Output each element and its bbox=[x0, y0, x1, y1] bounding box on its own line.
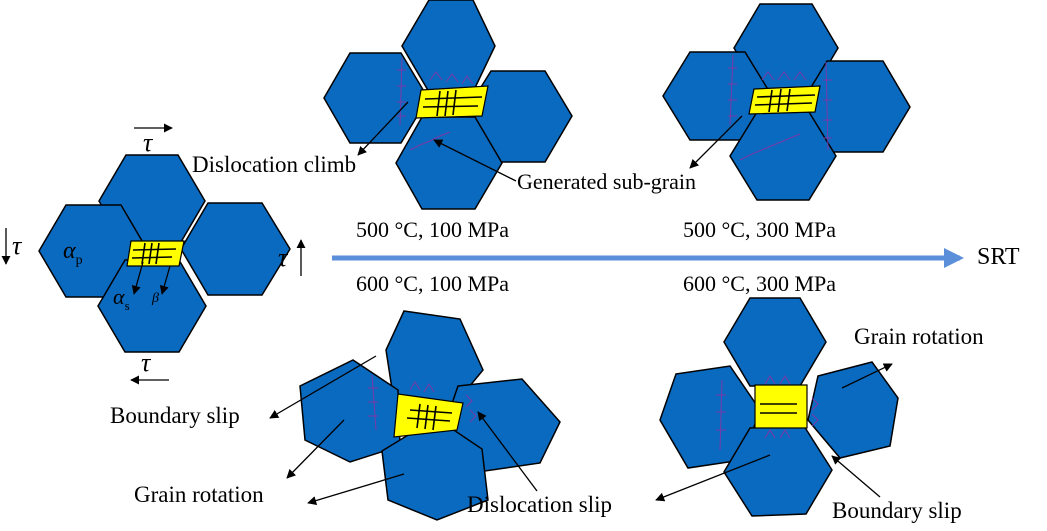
label-grain-rotation-right: Grain rotation bbox=[854, 324, 984, 349]
dislocation-climb-arrow bbox=[357, 101, 409, 156]
condition-bottom-left: 600 °C, 100 MPa bbox=[356, 271, 509, 296]
sub-grain bbox=[126, 240, 185, 267]
alpha-p-label: αp bbox=[63, 238, 83, 268]
dislocation-marks bbox=[368, 374, 477, 431]
dislocation-marks bbox=[397, 57, 474, 151]
generated-sub-grain-arrow-2 bbox=[689, 115, 743, 169]
grain-rotation-arrow-c bbox=[841, 363, 893, 389]
dislocation-lines bbox=[754, 88, 816, 113]
grain-left bbox=[323, 52, 429, 144]
tau-right-label: τ bbox=[278, 243, 289, 272]
label-boundary-slip-left: Boundary slip bbox=[110, 403, 240, 428]
structure-600c-300mpa bbox=[655, 297, 899, 517]
label-dislocation-climb: Dislocation climb bbox=[192, 152, 356, 177]
initial-grain-structure: αp αs β τ τ τ τ bbox=[1, 123, 306, 385]
label-dislocation-slip: Dislocation slip bbox=[467, 492, 612, 517]
dislocation-slip-arrow-a bbox=[477, 411, 538, 492]
structure-500c-300mpa bbox=[662, 3, 911, 201]
label-boundary-slip-right: Boundary slip bbox=[832, 498, 962, 523]
dislocation-slip-arrow-b bbox=[655, 454, 771, 502]
srt-label: SRT bbox=[977, 244, 1020, 270]
dislocation-lines bbox=[131, 242, 177, 265]
grain-right bbox=[180, 202, 291, 296]
label-generated-sub-grain: Generated sub-grain bbox=[517, 169, 696, 194]
tau-bottom-label: τ bbox=[141, 348, 152, 377]
dislocation-marks bbox=[716, 375, 819, 451]
tau-left-label: τ bbox=[12, 231, 23, 260]
boundary-slip-arrow-b bbox=[831, 455, 881, 498]
dislocation-lines bbox=[760, 403, 797, 414]
condition-top-left: 500 °C, 100 MPa bbox=[356, 217, 509, 242]
label-grain-rotation-left: Grain rotation bbox=[134, 482, 264, 507]
dislocation-lines bbox=[422, 89, 483, 117]
grain-right bbox=[807, 361, 899, 459]
sub-grain bbox=[754, 384, 808, 429]
dislocation-marks bbox=[728, 54, 832, 161]
grain-rotation-arrow-b bbox=[307, 473, 405, 505]
grain-bottom bbox=[395, 116, 503, 210]
sub-grain bbox=[748, 85, 821, 115]
condition-top-right: 500 °C, 300 MPa bbox=[683, 217, 836, 242]
beta-pointer bbox=[159, 265, 171, 295]
grain-rotation-arrow-a bbox=[286, 419, 345, 479]
condition-bottom-right: 600 °C, 300 MPa bbox=[683, 271, 836, 296]
sub-grain bbox=[393, 393, 464, 438]
alpha-s-pointer bbox=[131, 261, 144, 295]
sub-grain bbox=[415, 85, 489, 119]
structure-600c-100mpa bbox=[269, 310, 561, 521]
structure-500c-100mpa bbox=[323, 0, 573, 210]
dislocation-lines bbox=[406, 403, 453, 431]
beta-label: β bbox=[151, 291, 159, 306]
tau-top-label: τ bbox=[143, 128, 154, 157]
grain-top bbox=[723, 297, 827, 387]
grain-left bbox=[299, 359, 401, 463]
alpha-s-label: αs bbox=[113, 284, 130, 313]
boundary-slip-arrow bbox=[269, 355, 377, 419]
generated-sub-grain-arrow bbox=[433, 139, 517, 182]
